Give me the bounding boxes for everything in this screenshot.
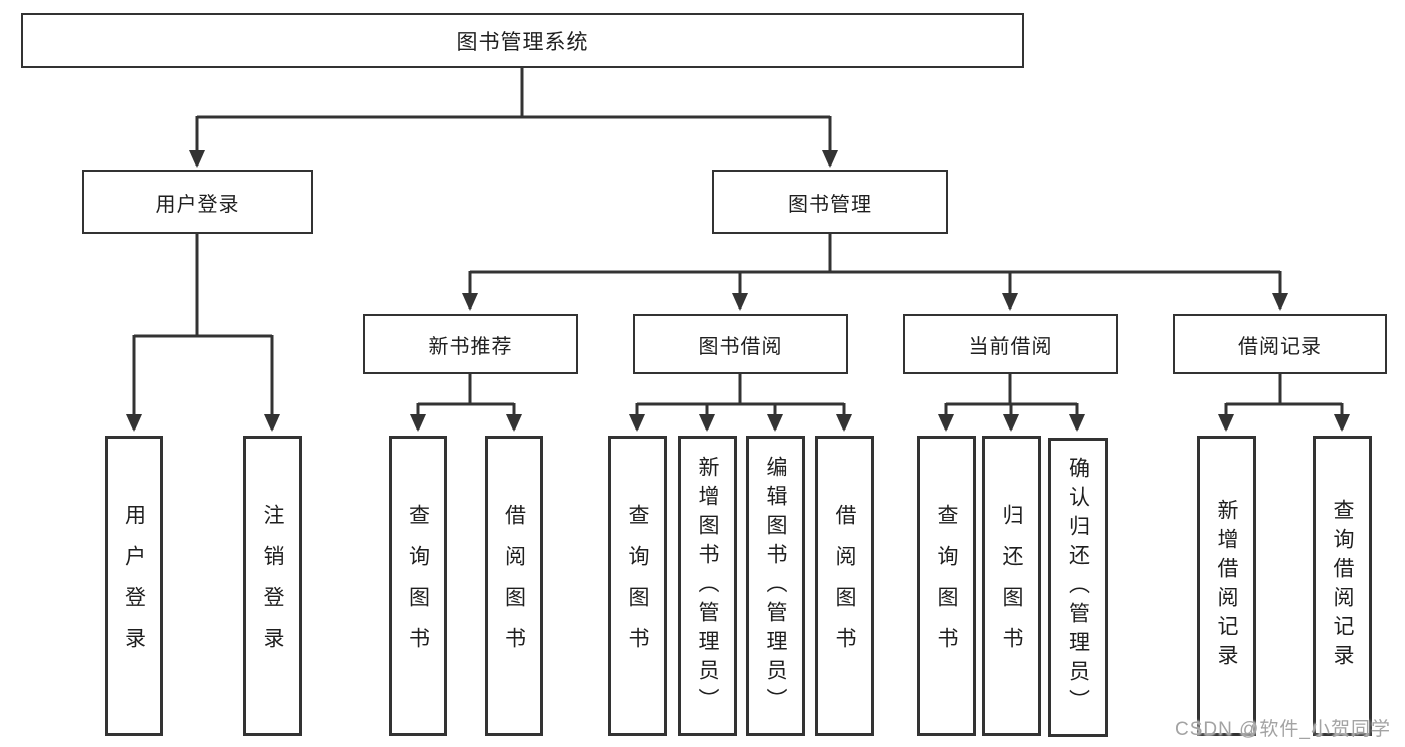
leaf-logout: 注销登录	[243, 436, 302, 736]
node-new-book-recommendation: 新书推荐	[363, 314, 578, 374]
leaf-return-books: 归还图书	[982, 436, 1041, 736]
node-borrowing-records: 借阅记录	[1173, 314, 1387, 374]
csdn-watermark: CSDN @软件_小贺同学	[1175, 719, 1391, 740]
leaf-borrow-books-2: 借阅图书	[815, 436, 874, 736]
leaf-query-books-3: 查询图书	[917, 436, 976, 736]
leaf-confirm-return-admin: 确认归还（管理员）	[1048, 438, 1108, 737]
leaf-label: 用户登录	[122, 504, 146, 668]
node-label: 图书借阅	[698, 335, 783, 358]
leaf-label: 借阅图书	[502, 504, 526, 668]
node-root-system: 图书管理系统	[21, 13, 1024, 68]
node-user-login: 用户登录	[82, 170, 313, 234]
leaf-label: 查询借阅记录	[1331, 499, 1354, 673]
leaf-query-books-1: 查询图书	[389, 436, 447, 736]
leaf-label: 查询图书	[626, 504, 649, 668]
leaf-user-login: 用户登录	[105, 436, 163, 736]
node-book-borrowing: 图书借阅	[633, 314, 848, 374]
leaf-label: 编辑图书（管理员）	[764, 455, 787, 717]
leaf-label: 归还图书	[1000, 504, 1023, 668]
leaf-query-books-2: 查询图书	[608, 436, 667, 736]
node-label: 图书管理系统	[456, 30, 589, 54]
leaf-label: 注销登录	[261, 504, 284, 668]
leaf-query-borrow-record: 查询借阅记录	[1313, 436, 1372, 736]
node-label: 图书管理	[788, 193, 872, 216]
leaf-label: 借阅图书	[833, 504, 856, 668]
leaf-edit-book-admin: 编辑图书（管理员）	[746, 436, 805, 736]
leaf-add-book-admin: 新增图书（管理员）	[678, 436, 737, 736]
node-book-management: 图书管理	[712, 170, 948, 234]
node-label: 借阅记录	[1238, 335, 1322, 358]
node-current-borrowing: 当前借阅	[903, 314, 1118, 374]
leaf-label: 查询图书	[935, 504, 958, 668]
node-label: 当前借阅	[968, 335, 1053, 358]
node-label: 新书推荐	[428, 335, 513, 358]
leaf-borrow-books-1: 借阅图书	[485, 436, 543, 736]
leaf-add-borrow-record: 新增借阅记录	[1197, 436, 1256, 736]
leaf-label: 新增图书（管理员）	[696, 455, 719, 717]
leaf-label: 查询图书	[406, 504, 430, 668]
node-label: 用户登录	[155, 193, 240, 216]
leaf-label: 确认归还（管理员）	[1066, 457, 1090, 718]
leaf-label: 新增借阅记录	[1215, 499, 1238, 673]
